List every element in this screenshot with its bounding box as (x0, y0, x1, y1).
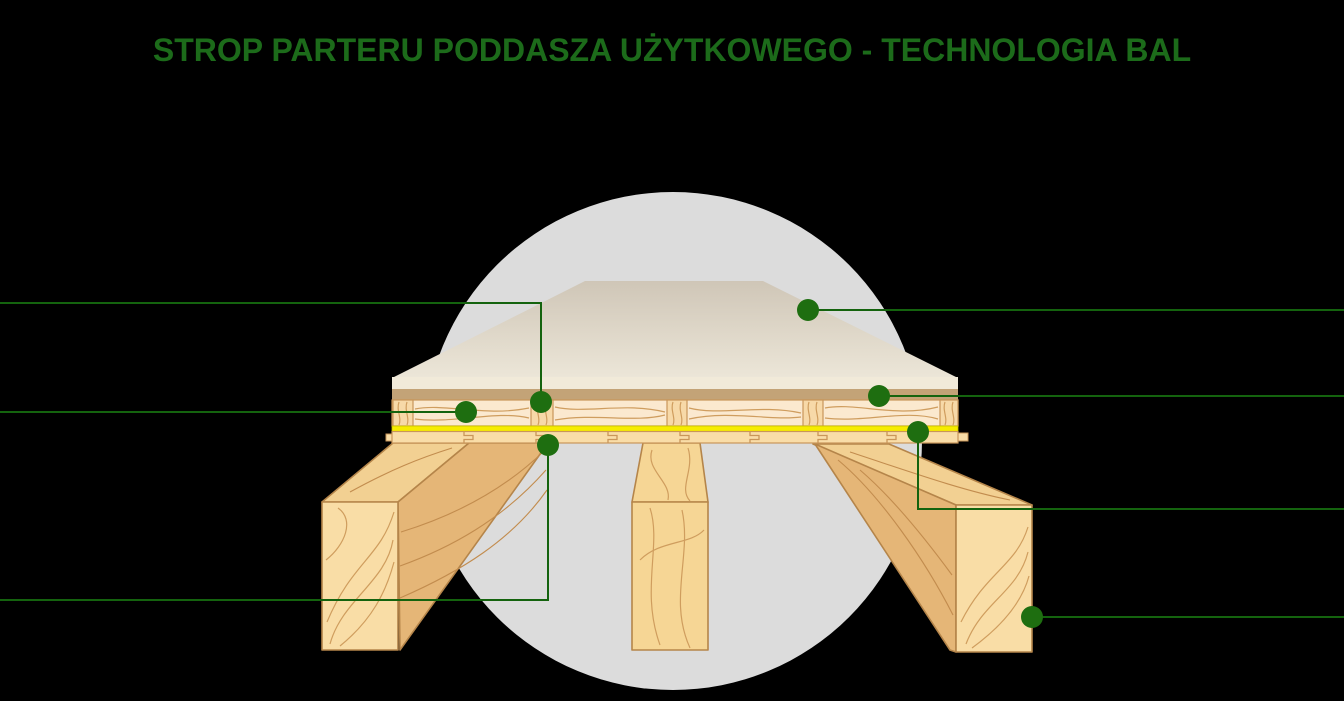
callout-top-right-dot (797, 299, 819, 321)
vapor-barrier-foil (391, 425, 959, 432)
tongue-groove-joints (463, 431, 897, 443)
callout-top-left-dot (530, 391, 552, 413)
callout-right-middle-line (917, 432, 1344, 510)
callout-bottom-left-line (0, 445, 549, 601)
callout-right-lower-dot (1021, 606, 1043, 628)
floor-joists (321, 442, 1033, 653)
joist-grain-decor (325, 447, 1030, 649)
top-deck-surface (392, 281, 958, 378)
osb-band (392, 389, 958, 400)
callout-layer (0, 299, 1344, 628)
floor-joist-right (812, 443, 1033, 653)
fascia-band (392, 377, 958, 389)
callout-top-left-line (0, 302, 542, 402)
diagram-title: STROP PARTERU PODDASZA UŻYTKOWEGO - TECH… (152, 32, 1192, 68)
floor-joist-middle (631, 442, 709, 651)
tongue-groove-boards (385, 430, 969, 444)
callout-bottom-left-dot (537, 434, 559, 456)
callout-right-middle-dot (907, 421, 929, 443)
callout-left-dot (455, 401, 477, 423)
callout-right-upper-dot (868, 385, 890, 407)
